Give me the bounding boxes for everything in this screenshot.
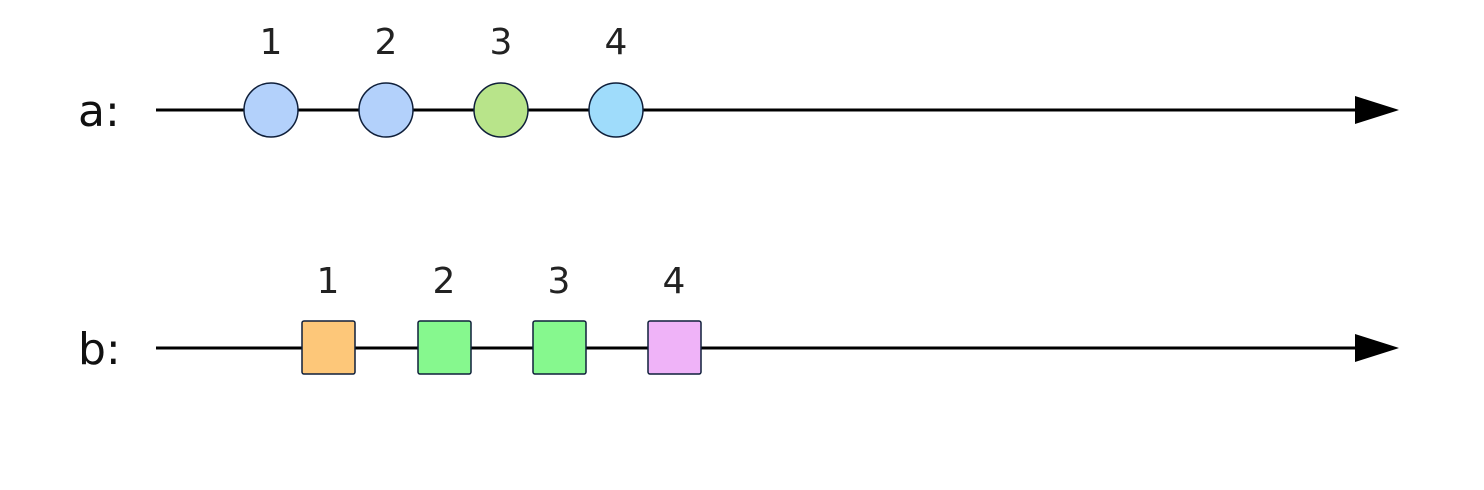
stream-b-arrowhead: [1355, 334, 1399, 362]
event-index-label: 3: [548, 261, 571, 302]
event-index-label: 4: [663, 261, 686, 302]
event-square: [301, 320, 356, 375]
stream-a-arrowhead: [1355, 96, 1399, 124]
stream-b: b: 1 2 3 4: [78, 261, 1399, 375]
event-marble: [358, 82, 414, 138]
stream-a-event: 2: [358, 22, 414, 138]
stream-a-event: 3: [473, 22, 529, 138]
stream-b-event: 2: [417, 261, 472, 375]
stream-b-event: 4: [647, 261, 702, 375]
event-index-label: 1: [260, 22, 283, 63]
stream-b-event: 3: [532, 261, 587, 375]
event-index-label: 1: [317, 261, 340, 302]
event-index-label: 4: [605, 22, 628, 63]
stream-a: a: 1 2 3 4: [78, 22, 1399, 138]
event-square: [647, 320, 702, 375]
stream-a-event: 1: [243, 22, 299, 138]
event-index-label: 3: [490, 22, 513, 63]
event-marble: [243, 82, 299, 138]
event-square: [417, 320, 472, 375]
event-marble: [588, 82, 644, 138]
event-square: [532, 320, 587, 375]
event-index-label: 2: [375, 22, 398, 63]
event-marble: [473, 82, 529, 138]
stream-a-label: a:: [78, 86, 120, 137]
stream-b-event: 1: [301, 261, 356, 375]
stream-b-label: b:: [78, 324, 121, 375]
event-index-label: 2: [433, 261, 456, 302]
stream-a-event: 4: [588, 22, 644, 138]
